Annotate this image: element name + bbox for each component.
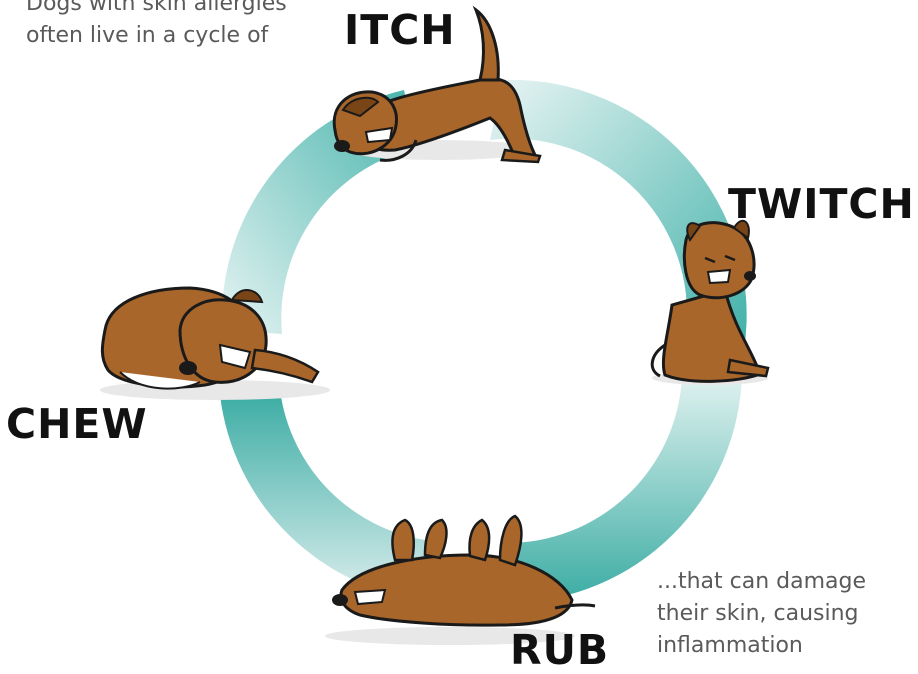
- outro-line-3: inflammation: [657, 630, 866, 662]
- intro-line-1: Dogs with skin allergies: [26, 0, 287, 20]
- intro-line-2: often live in a cycle of: [26, 20, 287, 52]
- stage-label-itch: ITCH: [344, 10, 456, 51]
- outro-line-1: ...that can damage: [657, 566, 866, 598]
- intro-text: Dogs with skin allergies often live in a…: [26, 0, 287, 52]
- dog-twitching-icon: [652, 221, 768, 385]
- outro-text: ...that can damage their skin, causing i…: [657, 566, 866, 662]
- stage-label-chew: CHEW: [6, 404, 148, 445]
- outro-line-2: their skin, causing: [657, 598, 866, 630]
- stage-label-rub: RUB: [510, 630, 609, 671]
- dog-chewing-icon: [100, 288, 330, 400]
- stage-label-twitch: TWITCH: [728, 184, 915, 225]
